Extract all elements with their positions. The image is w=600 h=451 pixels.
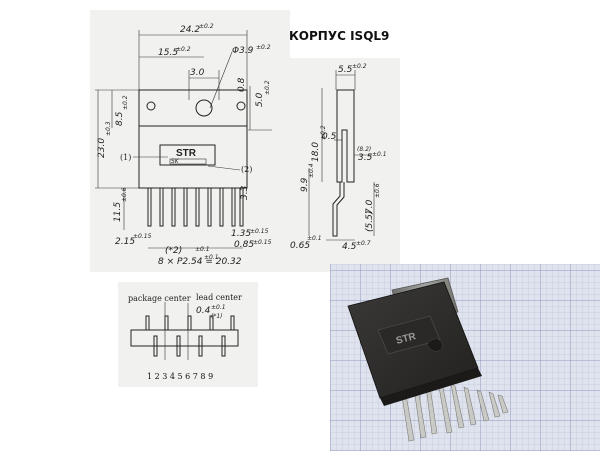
side-dimension-4-5: 4.5 (342, 242, 357, 252)
side-thickness-tolerance: ±0.2 (352, 63, 367, 70)
hole-offset-dimension: 15.5 (158, 48, 178, 58)
lead-length-dimension: 11.5 (113, 202, 123, 222)
hole-diameter-dimension: Φ3.9 (232, 46, 254, 56)
side-dimension-0-65-tolerance: ±0.1 (307, 235, 322, 242)
mount-hole-right (236, 101, 246, 111)
side-dimension-8-2: (8.2) (357, 146, 371, 153)
dimension-5-0-tolerance: ±0.2 (264, 80, 271, 95)
side-view: 5.5 ±0.2 0.5 18.0 ±0.2 (8.2) 3.5 ±0.1 9.… (290, 63, 387, 252)
pitch-tolerance-a: ±0.1 (195, 246, 210, 253)
svg-text:SK: SK (171, 158, 180, 165)
side-dimension-18-tolerance: ±0.2 (320, 125, 327, 140)
hole-diameter-tolerance: ±0.2 (256, 44, 271, 51)
body-marking: STR (176, 148, 197, 159)
dimension-5-0: 5.0 (255, 92, 265, 107)
dimension-8-5: 8.5 (115, 111, 125, 126)
dimension-8-5-tolerance: ±0.2 (122, 95, 129, 110)
side-dimension-3-5: 3.5 (358, 153, 373, 163)
dimension-3-3: 3.3 (240, 185, 250, 200)
dimension-0-85-tolerance: ±0.15 (253, 239, 272, 246)
height-dimension: 23.0 (97, 138, 107, 158)
side-dimension-0-5: 0.5 (322, 132, 337, 142)
dimension-0-8: 0.8 (237, 77, 247, 92)
front-leads (147, 187, 244, 227)
dimension-1-35-tolerance: ±0.15 (250, 228, 269, 235)
width-tolerance: ±0.2 (199, 23, 214, 30)
side-dimension-3-5-tolerance: ±0.1 (372, 151, 387, 158)
height-tolerance: ±0.3 (105, 121, 112, 136)
note-1: (*1) (211, 313, 223, 320)
side-dimension-4-5-tolerance: ±0.7 (356, 240, 371, 247)
lead-center-label: lead center (196, 293, 242, 302)
mount-hole-left (146, 101, 156, 111)
dimension-2-15-tolerance: ±0.15 (133, 233, 152, 240)
package-center-label: package center (128, 294, 191, 303)
bottom-leads (145, 315, 235, 357)
side-dimension-7-0-tolerance: ±0.6 (374, 183, 381, 198)
bottom-body-outline (130, 329, 239, 347)
side-thickness-dimension: 5.5 (338, 65, 353, 75)
dimension-0-85: 0.85 (234, 240, 254, 250)
side-profile (336, 89, 355, 183)
side-view-background (290, 58, 400, 272)
pitch-dimension: 8 × P2.54 = 20.32 (158, 257, 242, 267)
offset-tolerance: ±0.1 (211, 304, 226, 311)
side-dimension-18: 18.0 (311, 142, 321, 162)
lead-length-tolerance: ±0.6 (121, 187, 128, 202)
side-dimension-9-9: 9.9 (300, 177, 310, 192)
callout-1: (1) (120, 153, 131, 162)
bottom-view: package center lead center 0.4 ±0.1 (*1)… (128, 293, 242, 381)
hole-offset-tolerance: ±0.2 (176, 46, 191, 53)
front-view-background (90, 10, 290, 272)
callout-2: (2) (241, 165, 252, 174)
note-2: (*2) (165, 246, 182, 256)
offset-dimension: 0.4 (196, 306, 211, 316)
marking-panel (159, 144, 216, 166)
package-title: КОРПУС ISQL9 (289, 29, 389, 43)
side-dimension-7-0: 7.0 (365, 199, 375, 214)
side-dimension-5-5: (5.5) (365, 211, 375, 232)
pin-numbers: 1 2 3 4 5 6 7 8 9 (147, 372, 213, 381)
mount-hole-center (195, 99, 213, 117)
dimension-1-35: 1.35 (231, 229, 251, 239)
pitch-tolerance-b: ±0.1 (204, 254, 219, 261)
width-dimension: 24.2 (180, 25, 200, 35)
front-view: 24.2 ±0.2 15.5 ±0.2 Φ3.9 ±0.2 3.0 0.8 5.… (95, 23, 272, 267)
dimension-3-0: 3.0 (190, 68, 205, 78)
side-dimension-0-65: 0.65 (290, 241, 310, 251)
side-dimension-9-9-tolerance: ±0.4 (308, 163, 315, 178)
component-photo: STR (330, 264, 600, 451)
photo-marking: STR (395, 331, 418, 347)
dimension-2-15: 2.15 (115, 237, 135, 247)
side-lead (332, 182, 345, 237)
